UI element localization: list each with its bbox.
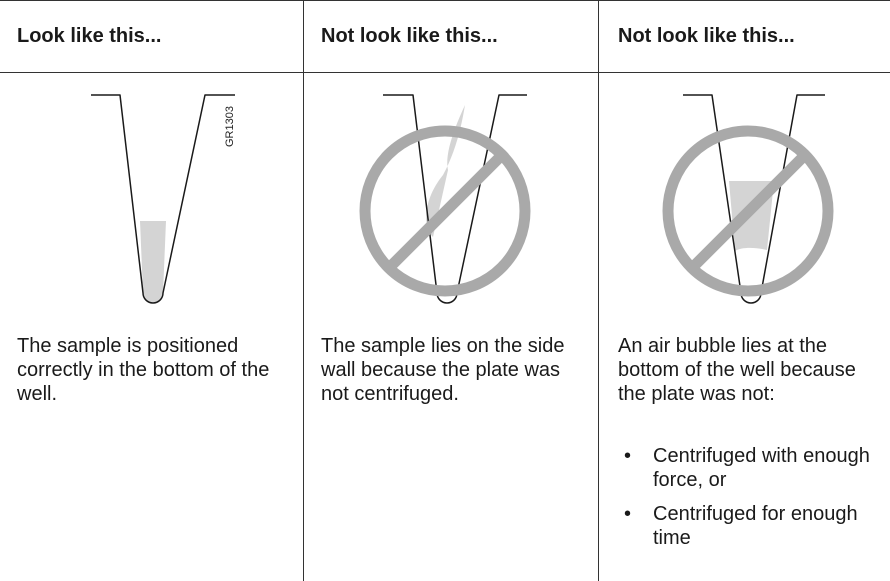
sample-on-side-wall-illustration: [359, 94, 531, 304]
header-bottom-rule: [0, 72, 890, 73]
air-bubble-cause-list: • Centrifuged with enough force, or • Ce…: [618, 444, 873, 560]
figure-code-label: GR1303: [224, 106, 236, 147]
list-item-text: Centrifuged for enough time: [653, 503, 858, 549]
description-correct: The sample is positioned correctly in th…: [17, 335, 270, 405]
bullet-icon: •: [624, 445, 632, 467]
list-item: • Centrifuged for enough time: [618, 502, 873, 550]
column-header-correct: Look like this...: [17, 24, 162, 47]
list-item: • Centrifuged with enough force, or: [618, 444, 873, 492]
column-header-incorrect-air-bubble: Not look like this...: [618, 24, 795, 47]
column-header-incorrect-side-wall: Not look like this...: [321, 24, 498, 47]
column-divider-1: [303, 0, 304, 581]
air-bubble-illustration: [662, 94, 834, 304]
bullet-icon: •: [624, 503, 632, 525]
table-top-rule: [0, 0, 890, 1]
description-side-wall: The sample lies on the side wall because…: [321, 335, 565, 405]
list-item-text: Centrifuged with enough force, or: [653, 445, 870, 491]
prohibited-sign-icon: [662, 125, 834, 297]
description-air-bubble: An air bubble lies at the bottom of the …: [618, 335, 856, 405]
prohibited-sign-icon: [359, 125, 531, 297]
column-divider-2: [598, 0, 599, 581]
well-tube-icon: GR1303: [91, 94, 236, 304]
